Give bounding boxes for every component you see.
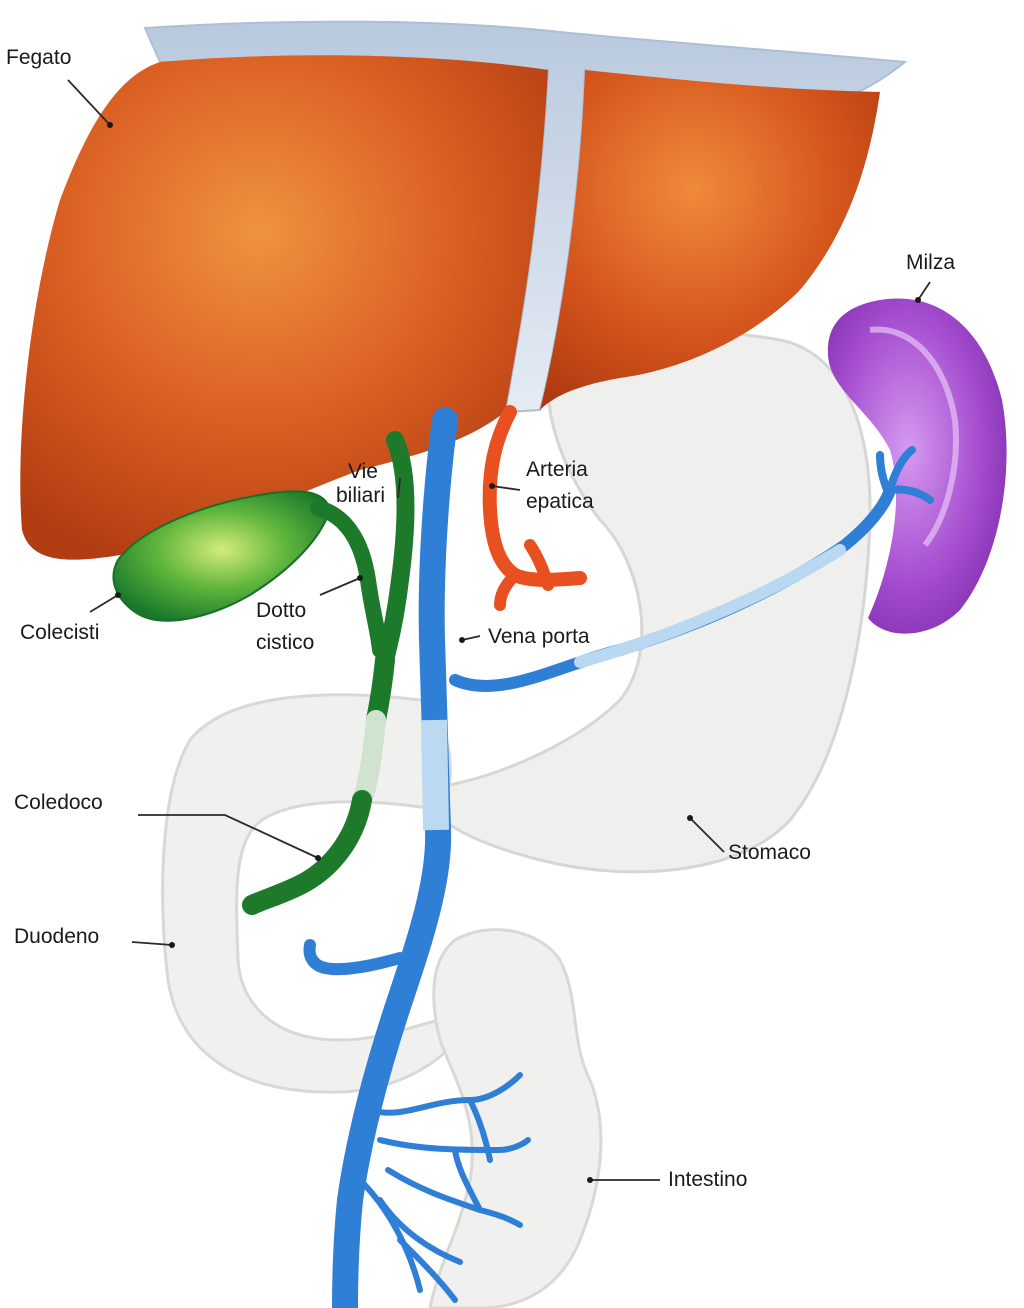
common-bile-duct-lower xyxy=(242,790,372,915)
hepatic-artery-branch xyxy=(494,539,554,611)
spleen xyxy=(827,298,1007,634)
label-fegato: Fegato xyxy=(6,46,72,69)
label-arteria-epatica: Arteria epatica xyxy=(526,458,594,514)
label-vie-biliari: Vie biliari xyxy=(336,460,385,508)
leader-vie-biliari xyxy=(397,477,401,499)
stomach xyxy=(417,330,872,874)
leader-colecisti xyxy=(89,594,119,613)
label-duodeno: Duodeno xyxy=(14,925,100,948)
label-dotto-cistico-line2: cistico xyxy=(256,631,315,655)
label-vie-biliari-line2: biliari xyxy=(336,484,386,508)
intestine xyxy=(428,928,603,1308)
label-milza: Milza xyxy=(906,251,956,274)
liver-right-lobe xyxy=(540,70,880,410)
portal-vein-hidden xyxy=(421,719,449,831)
label-coledoco: Coledoco xyxy=(14,791,103,814)
label-vena-porta: Vena porta xyxy=(488,625,590,648)
leader-lines xyxy=(67,79,931,1181)
splenic-vein-branches xyxy=(876,446,934,504)
mesenteric-veins xyxy=(357,1072,531,1303)
leader-stomaco xyxy=(689,817,725,853)
splenic-vein-hidden xyxy=(574,544,846,668)
label-colecisti: Colecisti xyxy=(20,621,100,644)
hepatic-duct xyxy=(376,431,415,669)
leader-dots xyxy=(107,122,921,1183)
gallbladder xyxy=(112,490,332,622)
duodenal-vein xyxy=(303,939,406,976)
leader-dotto-cistico xyxy=(319,577,361,596)
label-dotto-cistico-line1: Dotto xyxy=(256,599,307,622)
label-vie-biliari-line1: Vie xyxy=(348,460,378,483)
leader-fegato xyxy=(67,79,111,126)
leader-arteria-epatica xyxy=(491,485,521,491)
spleen-highlight xyxy=(869,326,959,547)
liver-left-lobe xyxy=(20,55,548,560)
label-arteria-epatica-line2: epatica xyxy=(526,490,594,514)
portal-vein xyxy=(332,407,458,1308)
leader-duodeno xyxy=(131,941,173,946)
label-intestino: Intestino xyxy=(668,1168,748,1191)
leader-vena-porta xyxy=(461,635,481,641)
label-dotto-cistico: Dotto cistico xyxy=(256,599,314,655)
label-arteria-epatica-line1: Arteria xyxy=(526,458,588,481)
cystic-duct xyxy=(310,500,388,658)
leader-coledoco xyxy=(138,814,319,859)
leader-milza xyxy=(917,281,931,301)
label-stomaco: Stomaco xyxy=(728,841,811,864)
